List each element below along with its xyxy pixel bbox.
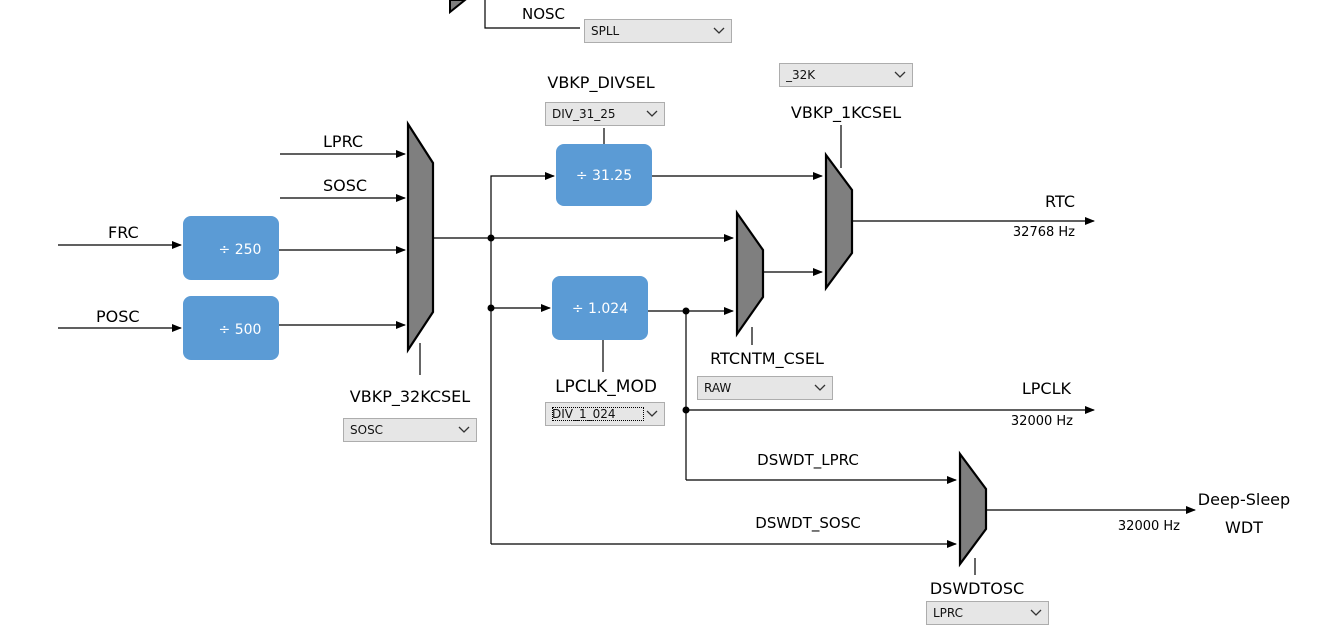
divider-31-25-label: ÷ 31.25 <box>576 168 632 184</box>
divider-500 <box>183 296 279 360</box>
label-rtcntm-csel: RTCNTM_CSEL <box>710 349 824 369</box>
lpclk-mod-select-value: DIV_1_024 <box>552 407 644 421</box>
vbkp-divsel-select[interactable]: DIV_31_25 <box>545 102 665 126</box>
vbkp-32kcsel-select-value: SOSC <box>350 423 384 437</box>
top-mux <box>449 0 467 15</box>
lpclk-mod-select[interactable]: DIV_1_024 <box>545 402 665 426</box>
label-deep-sleep: Deep-Sleep <box>1198 490 1290 509</box>
dswdt-frequency: 32000 Hz <box>1118 519 1180 534</box>
label-vbkp-32kcsel: VBKP_32KCSEL <box>350 387 470 407</box>
label-dswdt-lprc: DSWDT_LPRC <box>757 451 859 470</box>
label-lprc: LPRC <box>323 132 363 151</box>
dswdtosc-select[interactable]: LPRC <box>926 601 1049 625</box>
mux-dswdtosc <box>958 450 988 568</box>
chevron-down-icon <box>644 406 660 422</box>
divider-1-024-label: ÷ 1.024 <box>572 301 628 317</box>
label-rtc: RTC <box>1045 192 1075 211</box>
mux-1kcsel <box>824 151 854 292</box>
nosc-select[interactable]: SPLL <box>584 19 732 43</box>
chevron-down-icon <box>892 67 908 83</box>
chevron-down-icon <box>644 106 660 122</box>
vbkp-divsel-select-value: DIV_31_25 <box>552 107 616 121</box>
dswdtosc-select-value: LPRC <box>933 606 964 620</box>
vbkp-1kcsel-select[interactable]: _32K <box>779 63 913 87</box>
nosc-select-value: SPLL <box>591 24 620 38</box>
label-lpclk-mod: LPCLK_MOD <box>555 377 657 397</box>
label-nosc: NOSC <box>522 5 565 23</box>
label-vbkp-1kcsel: VBKP_1KCSEL <box>791 103 901 123</box>
lpclk-frequency: 32000 Hz <box>1011 414 1073 429</box>
chevron-down-icon <box>1028 605 1044 621</box>
rtcntm-csel-select[interactable]: RAW <box>697 376 833 400</box>
label-sosc: SOSC <box>323 176 367 195</box>
divider-500-label: ÷ 500 <box>219 322 262 338</box>
wire-to-div3125 <box>490 172 555 238</box>
chevron-down-icon <box>812 380 828 396</box>
wire-nosc <box>484 0 580 29</box>
label-posc: POSC <box>96 307 140 326</box>
divider-1-024 <box>552 276 648 340</box>
label-lpclk: LPCLK <box>1022 379 1072 398</box>
label-wdt: WDT <box>1225 518 1263 537</box>
divider-31-25 <box>556 144 652 206</box>
label-frc: FRC <box>108 223 139 242</box>
rtc-frequency: 32768 Hz <box>1013 225 1075 240</box>
vbkp-32kcsel-select[interactable]: SOSC <box>343 418 477 442</box>
label-dswdtosc: DSWDTOSC <box>930 579 1024 598</box>
chevron-down-icon <box>711 23 727 39</box>
rtcntm-csel-select-value: RAW <box>704 381 732 395</box>
vbkp-1kcsel-select-value: _32K <box>786 68 816 82</box>
label-dswdt-sosc: DSWDT_SOSC <box>755 514 860 533</box>
chevron-down-icon <box>456 422 472 438</box>
divider-250-label: ÷ 250 <box>219 242 262 258</box>
mux-rtcntm <box>735 209 765 338</box>
divider-250 <box>183 216 279 280</box>
label-vbkp-divsel: VBKP_DIVSEL <box>547 73 654 93</box>
mux-32kcsel <box>406 120 435 354</box>
